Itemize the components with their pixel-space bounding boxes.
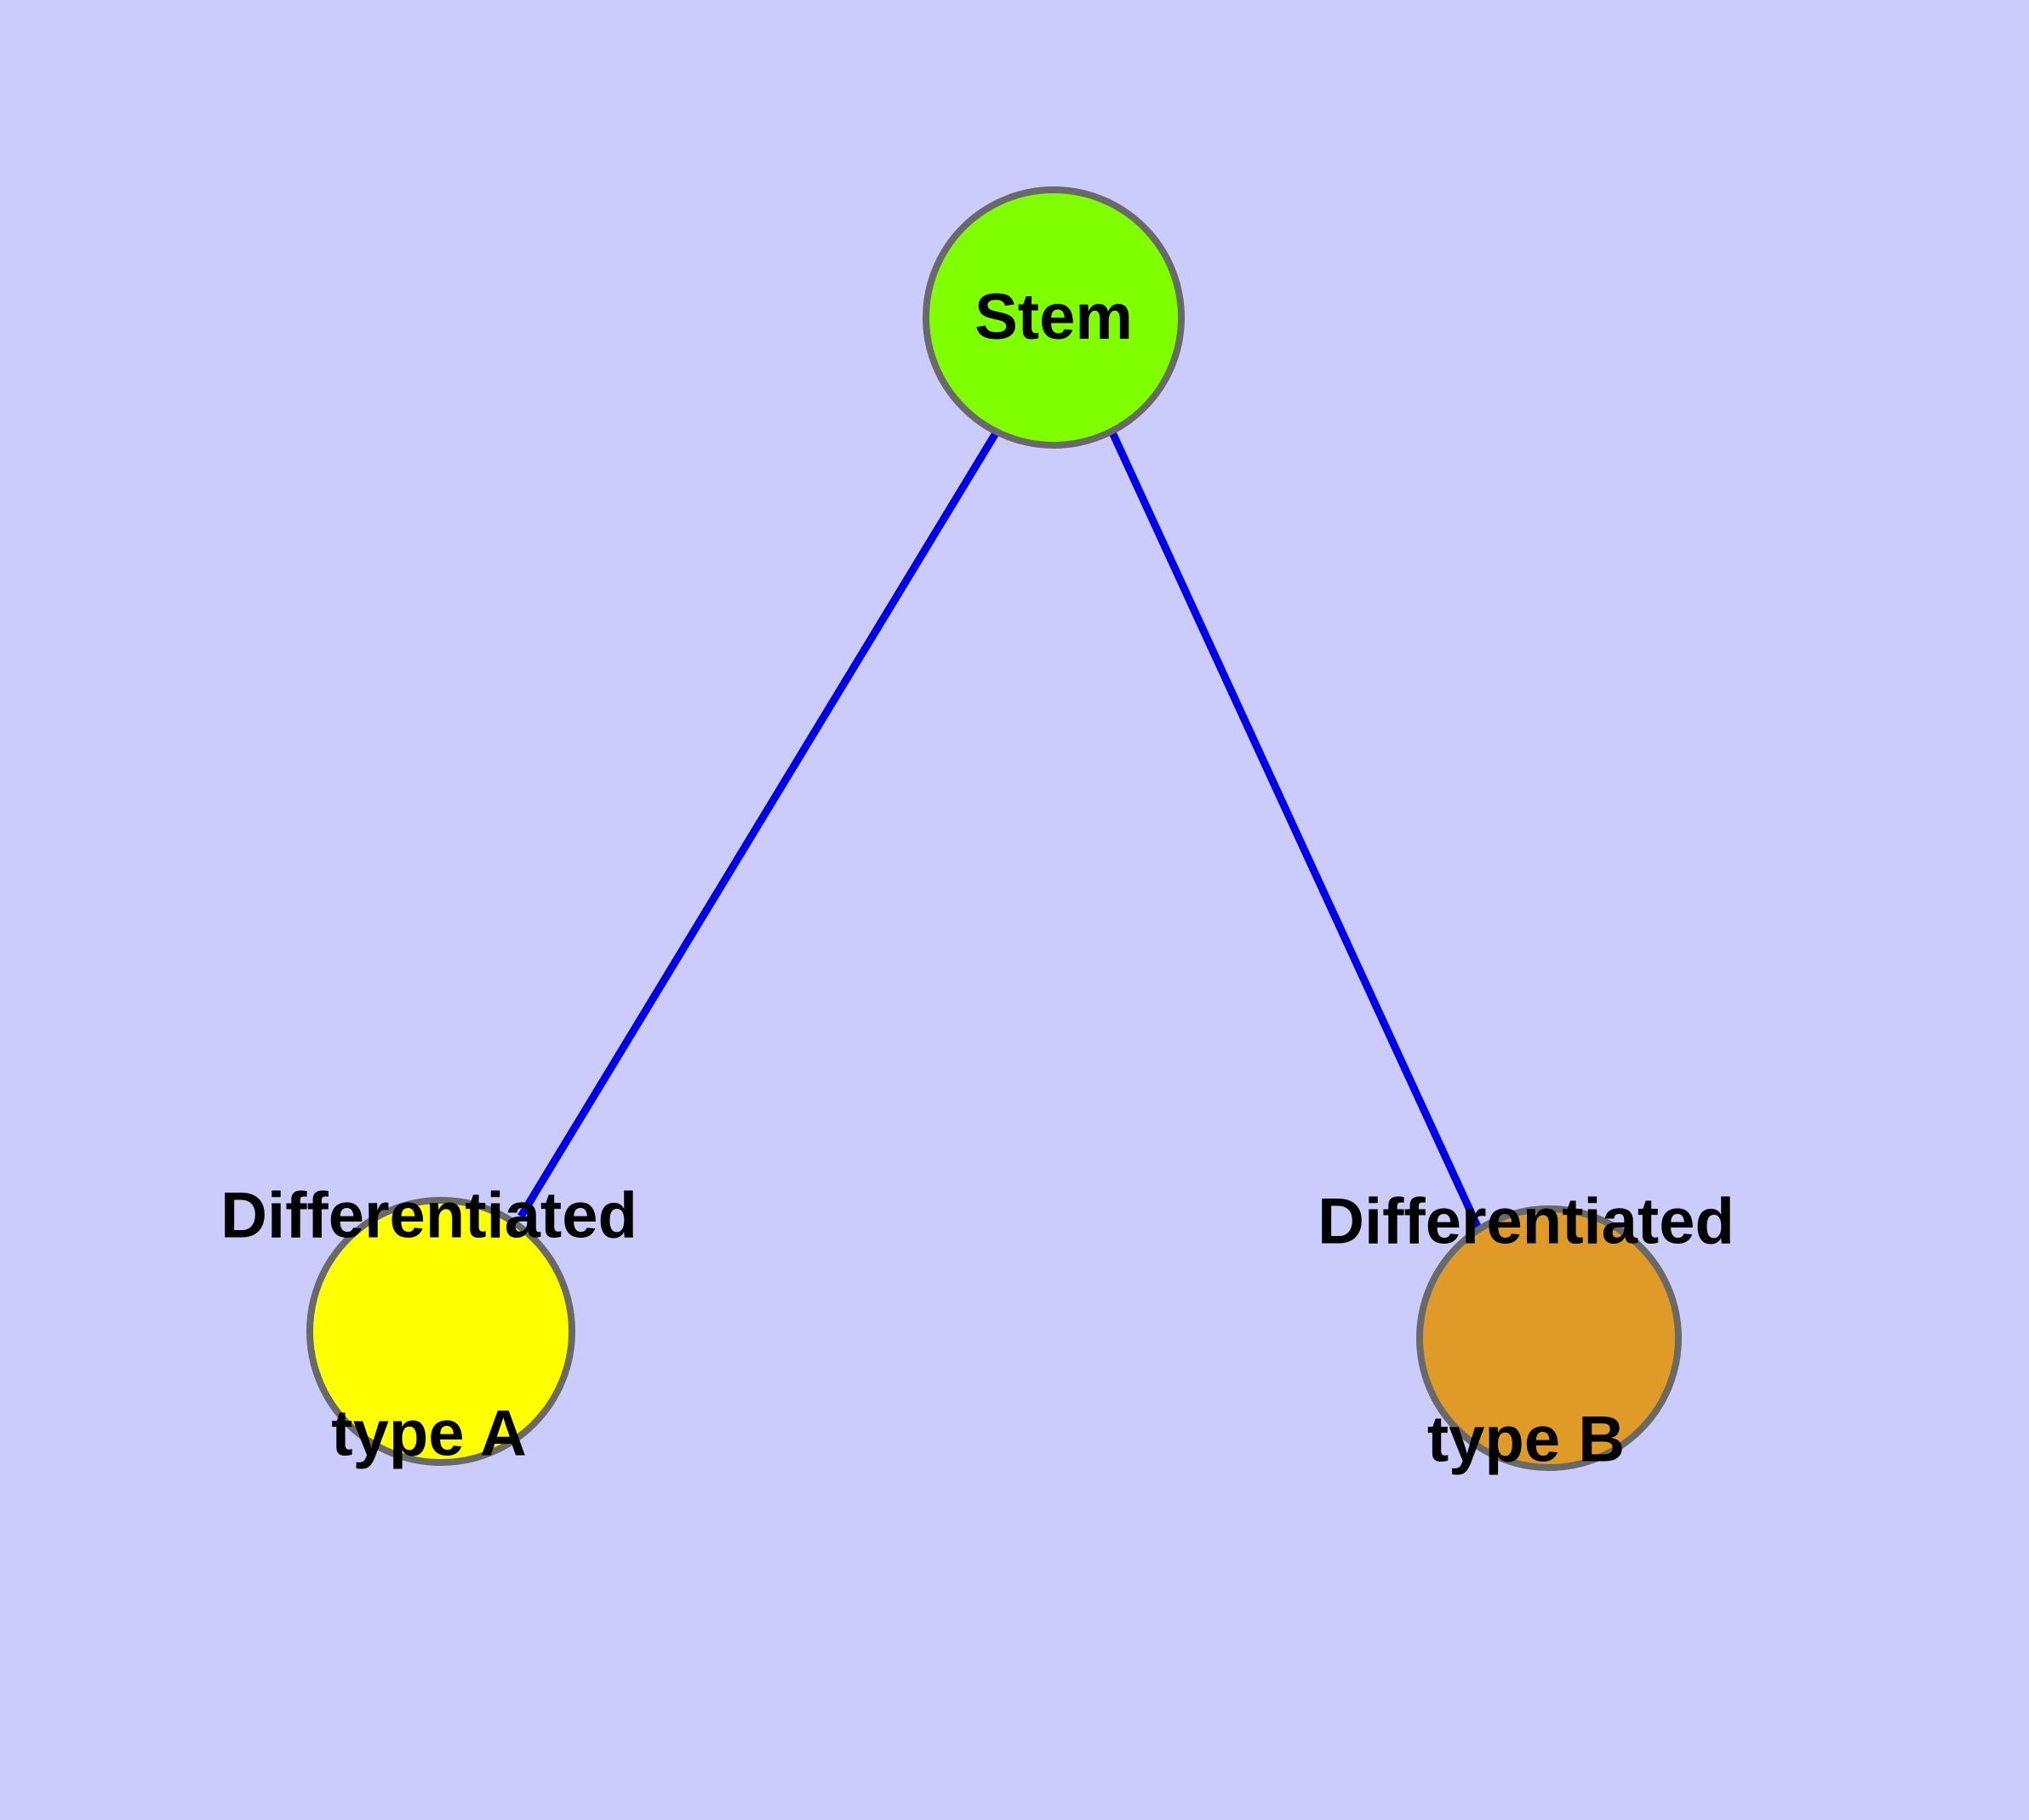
node-differentiated-type-b[interactable] xyxy=(1416,1205,1682,1471)
node-stem[interactable] xyxy=(923,186,1185,449)
node-differentiated-type-a[interactable] xyxy=(306,1197,575,1466)
edge-stem-to-diff-a[interactable] xyxy=(517,429,1000,1219)
edge-layer xyxy=(517,429,1483,1230)
edge-stem-to-diff-b[interactable] xyxy=(1108,431,1483,1230)
node-layer xyxy=(306,186,1682,1471)
